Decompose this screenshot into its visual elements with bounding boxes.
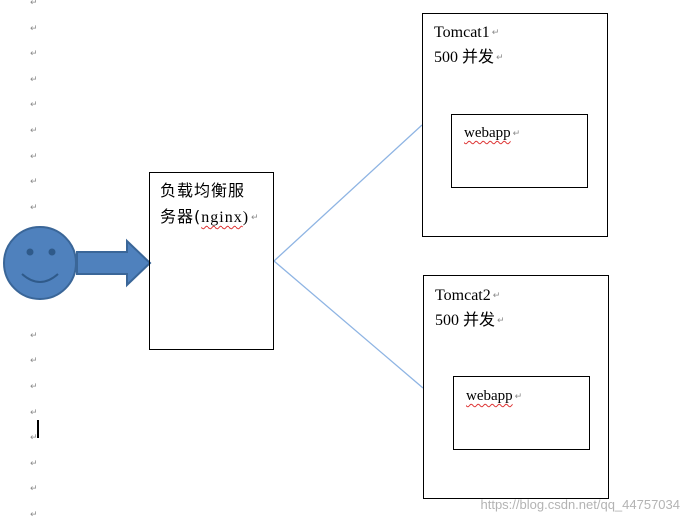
text-cursor [37,420,39,438]
tomcat2-name: Tomcat2↵ [435,285,500,307]
paragraph-mark-icon: ↵ [251,212,260,223]
load-balancer-label-line1: 负载均衡服 [160,181,246,200]
tomcat2-box [423,275,609,499]
paragraph-mark-icon: ↵ [30,0,38,8]
paragraph-mark-icon: ↵ [492,291,501,302]
tomcat1-webapp-text: webapp [464,125,511,141]
paragraph-mark-icon: ↵ [514,391,523,402]
lb-label-nginx: nginx [201,209,243,226]
paragraph-mark-icon: ↵ [30,49,38,60]
load-balancer-label: 负载均衡服 务器(nginx)↵ [160,178,270,231]
tomcat1-capacity: 500 并发↵ [434,47,504,69]
paragraph-mark-icon: ↵ [30,510,38,520]
paragraph-mark-icon: ↵ [496,53,504,64]
paragraph-mark-icon: ↵ [30,100,38,111]
paragraph-mark-icon: ↵ [512,128,521,139]
paragraph-mark-icon: ↵ [491,28,500,39]
paragraph-mark-icon: ↵ [30,202,38,213]
tomcat2-name-text: Tomcat2 [435,287,491,304]
tomcat1-name-text: Tomcat1 [434,24,490,41]
tomcat1-webapp-label: webapp↵ [464,122,520,145]
connector-to-tomcat2 [273,260,424,389]
connector-to-tomcat1 [273,124,423,262]
paragraph-mark-icon: ↵ [30,330,38,341]
paragraph-marks-column: ↵ ↵ ↵ ↵ ↵ ↵ ↵ ↵ ↵ ↵ ↵ ↵ ↵ ↵ ↵ ↵ ↵ [30,0,50,520]
paragraph-mark-icon: ↵ [497,316,505,327]
paragraph-mark-icon: ↵ [30,23,38,34]
watermark: https://blog.csdn.net/qq_44757034 [480,497,681,512]
tomcat1-name: Tomcat1↵ [434,22,499,44]
paragraph-mark-icon: ↵ [30,458,38,469]
tomcat2-webapp-box [453,376,590,450]
paragraph-mark-icon: ↵ [30,433,38,444]
tomcat2-capacity-text: 500 并发 [435,312,496,329]
tomcat1-box [422,13,608,237]
right-arrow-icon [76,238,152,288]
paragraph-mark-icon: ↵ [30,151,38,162]
lb-label-prefix: 务器( [160,207,202,226]
paragraph-mark-icon: ↵ [30,126,38,136]
tomcat1-capacity-text: 500 并发 [434,49,495,66]
paragraph-mark-icon: ↵ [30,484,38,495]
load-balancer-label-line2: 务器(nginx)↵ [160,204,270,231]
tomcat1-webapp-box [451,114,588,188]
paragraph-mark-icon: ↵ [30,74,38,85]
load-balancer-box [149,172,274,350]
lb-label-suffix: ) [242,209,250,226]
paragraph-mark-icon: ↵ [30,382,38,392]
smiley-face-icon [3,226,77,300]
paragraph-mark-icon: ↵ [30,407,38,418]
tomcat2-webapp-text: webapp [466,388,513,404]
tomcat2-webapp-label: webapp↵ [466,385,522,408]
paragraph-mark-icon: ↵ [30,356,38,367]
tomcat2-capacity: 500 并发↵ [435,310,505,332]
paragraph-mark-icon: ↵ [30,177,38,188]
